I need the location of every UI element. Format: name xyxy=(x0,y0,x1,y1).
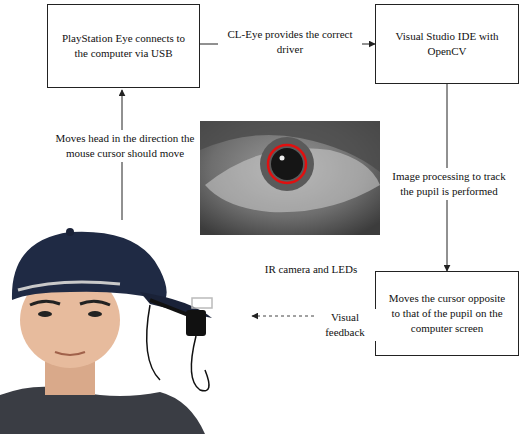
note-label: IR camera and LEDs xyxy=(254,261,368,278)
process-box: Moves the cursor opposite to that of the… xyxy=(375,271,519,356)
process-box: Visual Studio IDE with OpenCV xyxy=(375,4,519,84)
person-photo xyxy=(0,228,212,434)
box-text: PlayStation Eye connects to the computer… xyxy=(56,31,191,61)
box-text: Visual Studio IDE with OpenCV xyxy=(384,29,510,59)
box-text: Moves the cursor opposite to that of the… xyxy=(384,291,510,336)
note-label: Moves head in the direction the mouse cu… xyxy=(50,130,200,162)
edge-label: Image processing to track the pupil is p… xyxy=(384,168,514,200)
note-label: Visual feedback xyxy=(314,309,376,341)
process-box: PlayStation Eye connects to the computer… xyxy=(47,4,200,88)
eye-photo xyxy=(200,121,380,235)
edge-label: CL-Eye provides the correct driver xyxy=(218,26,362,58)
